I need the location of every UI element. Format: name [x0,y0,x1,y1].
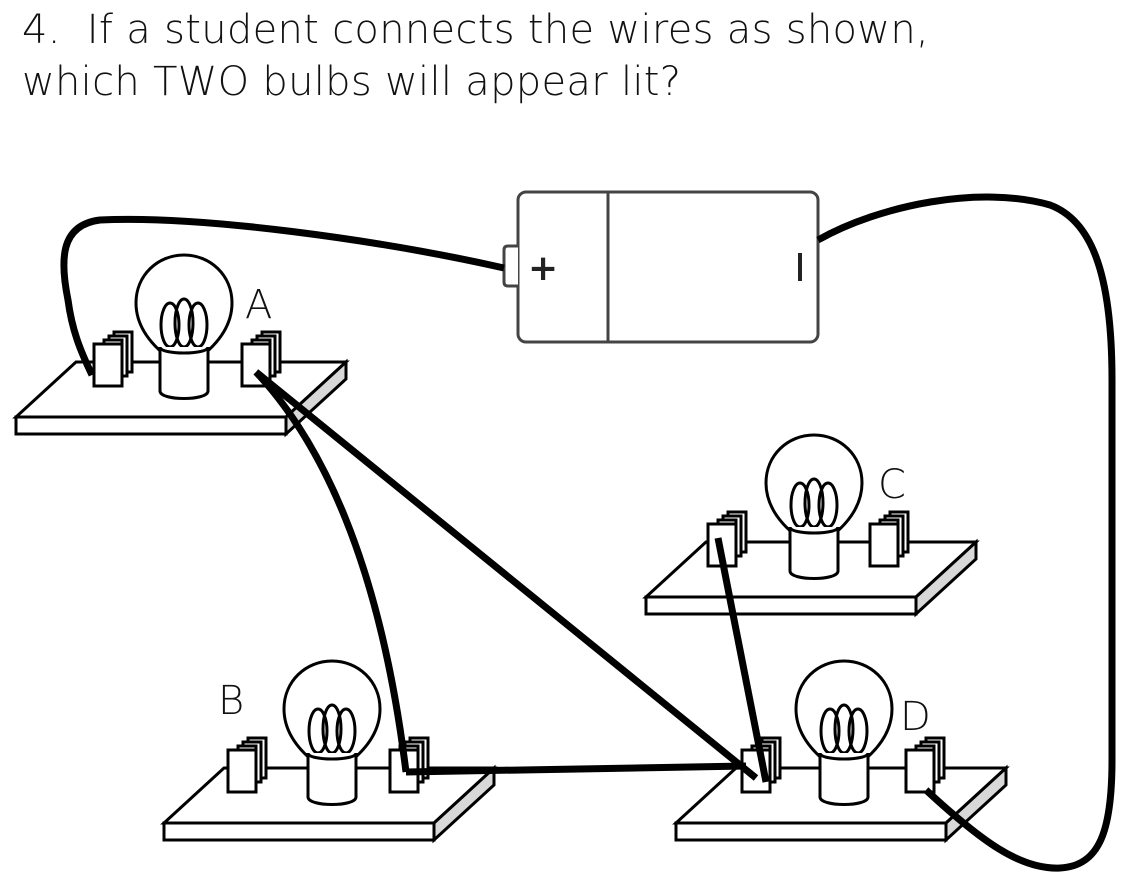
wire-b-to-d [405,762,747,776]
bulb-label-a: A [245,282,272,328]
question-text: 4. If a student connects the wires as sh… [22,4,1122,108]
wire-a-to-d [253,369,759,781]
bulb-unit-b [162,659,496,842]
bulb-label-b: B [218,678,244,724]
wires [60,193,1116,872]
question-line-1-text: If a student connects the wires as shown… [86,7,929,53]
battery: + [502,190,820,344]
question-number: 4. [22,7,61,53]
battery-positive-terminal [502,244,518,288]
wire-battery-positive-to-a [60,215,505,377]
question-line-2: which TWO bulbs will appear lit? [22,59,682,105]
bulb-unit-c [644,433,978,616]
battery-body [516,190,820,344]
bulb-label-d: D [900,694,931,740]
question-line-1: 4. If a student connects the wires as sh… [22,4,1122,56]
wire-c-to-d [714,537,770,783]
wire-a-to-b [253,369,410,773]
bulb-label-c: C [878,462,906,508]
battery-positive-sign: + [528,248,558,289]
wire-d-to-battery-negative [816,193,1116,872]
